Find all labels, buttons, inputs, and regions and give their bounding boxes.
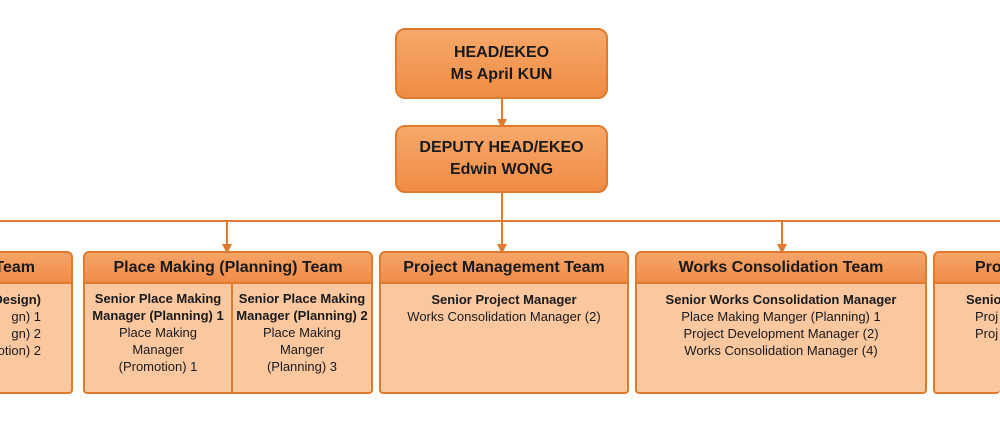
senior-role-line: Manager (Planning) 1 <box>92 308 224 323</box>
team-header: Works Consolidation Team <box>635 251 927 284</box>
head-box: HEAD/EKEO Ms April KUN <box>395 28 608 99</box>
team-title: Team <box>0 258 35 276</box>
team-body: Senior Place Making Manager (Planning) 1… <box>83 284 373 394</box>
role-line: Place Making Manger (Planning) 1 <box>681 309 881 324</box>
team-line: gn) 2 <box>11 326 41 341</box>
deputy-name: Edwin WONG <box>449 161 554 178</box>
deputy-head-box: DEPUTY HEAD/EKEO Edwin WONG <box>395 125 608 193</box>
team-line: gn) 1 <box>11 309 41 324</box>
team-header: Project Management Team <box>379 251 629 284</box>
role-line: Manger <box>279 342 325 357</box>
senior-role-line: Manager (Planning) 2 <box>236 308 368 323</box>
team-line: otion) 2 <box>0 343 41 358</box>
team-box-left-partial: Team Design) gn) 1 gn) 2 otion) 2 <box>0 251 73 394</box>
role-line: Works Consolidation Manager (2) <box>407 309 601 324</box>
role-line: Project Development Manager (2) <box>683 326 879 341</box>
team-title: Works Consolidation Team <box>678 258 884 276</box>
role-line: (Promotion) 1 <box>118 359 198 374</box>
team-header: Team <box>0 251 73 284</box>
senior-role-line: Senior Place Making <box>94 291 222 306</box>
team-subcolumn-right: Senior Place Making Manager (Planning) 2… <box>233 284 371 392</box>
team-title: Project Management Team <box>403 258 605 276</box>
project-management-team-box: Project Management Team Senior Project M… <box>379 251 629 394</box>
senior-role-line: Senior Place Making <box>238 291 366 306</box>
role-line: Manager <box>132 342 184 357</box>
team-subcolumn-left: Senior Place Making Manager (Planning) 1… <box>85 284 233 392</box>
head-title: HEAD/EKEO <box>453 43 550 61</box>
team-title: Place Making (Planning) Team <box>113 258 343 276</box>
senior-role-line: Senior Works Consolidation Manager <box>665 292 897 307</box>
senior-role-line: Senior Project Manager <box>431 292 577 307</box>
place-making-team-box: Place Making (Planning) Team Senior Plac… <box>83 251 373 394</box>
role-line: Proj <box>975 326 999 341</box>
deputy-title: DEPUTY HEAD/EKEO <box>419 139 584 156</box>
team-line: Design) <box>0 292 41 307</box>
team-body: Senior Project Manager Works Consolidati… <box>379 284 629 394</box>
role-line: Works Consolidation Manager (4) <box>684 343 878 358</box>
team-box-right-partial: Pro Senio Proj Proj <box>933 251 1000 394</box>
role-line: Proj <box>975 309 999 324</box>
role-line: Place Making <box>118 325 198 340</box>
senior-role-line: Senio <box>966 292 1000 307</box>
works-consolidation-team-box: Works Consolidation Team Senior Works Co… <box>635 251 927 394</box>
team-body: Design) gn) 1 gn) 2 otion) 2 <box>0 284 73 394</box>
role-line: (Planning) 3 <box>266 359 338 374</box>
team-body: Senio Proj Proj <box>933 284 1000 394</box>
team-title: Pro <box>975 258 1000 276</box>
team-body: Senior Works Consolidation Manager Place… <box>635 284 927 394</box>
team-header: Pro <box>933 251 1000 284</box>
role-line: Place Making <box>262 325 342 340</box>
head-name: Ms April KUN <box>450 65 553 83</box>
team-header: Place Making (Planning) Team <box>83 251 373 284</box>
